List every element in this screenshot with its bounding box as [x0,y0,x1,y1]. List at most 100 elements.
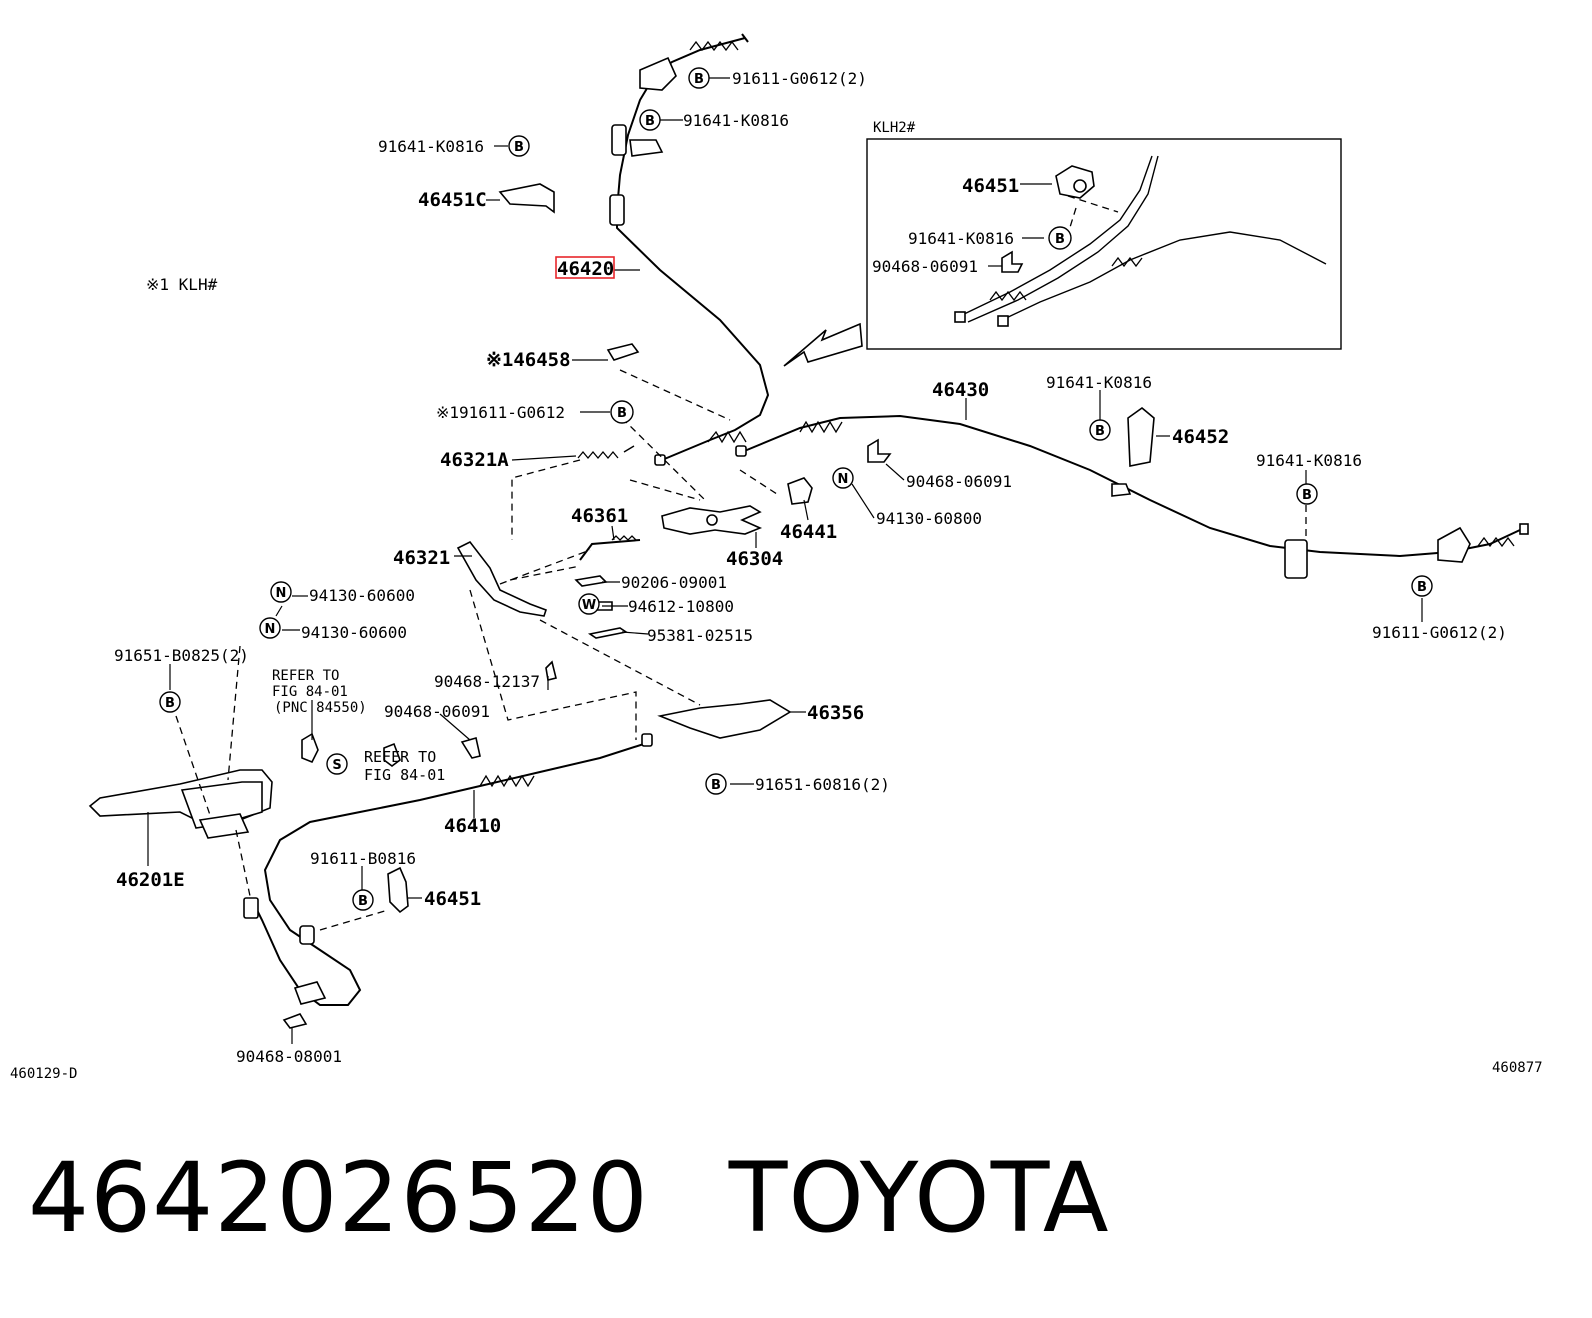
label-46410: 46410 [444,815,501,837]
bracket-46321 [456,540,548,617]
svg-text:B: B [514,140,524,155]
spring-46321a [577,445,635,460]
bolt-symbol: B [508,135,530,157]
label-90206-09001: 90206-09001 [621,573,727,592]
label-91611-g0612-mid: ※191611-G0612 [436,403,565,422]
label-94130-60600-a: 94130-60600 [309,586,415,605]
label-46201e: 46201E [116,869,185,891]
label-91641-k0816-far: 91641-K0816 [1256,451,1362,470]
label-klh2: KLH2# [873,120,916,136]
label-46420: 46420 [557,258,614,280]
refer-note-2-line2: FIG 84-01 [364,766,445,784]
label-90468-08001: 90468-08001 [236,1047,342,1066]
rear-cable-46430 [735,414,1529,579]
bolt-symbol: B [705,773,727,795]
label-inset-91641: 91641-K0816 [908,229,1014,248]
diagram-code-right: 460877 [1492,1060,1543,1076]
svg-text:B: B [645,114,655,129]
label-46356: 46356 [807,702,864,724]
label-inset-90468: 90468-06091 [872,257,978,276]
svg-text:B: B [694,72,704,87]
svg-text:B: B [358,894,368,909]
bolt-symbol: B [639,109,661,131]
label-91641-k0816-left: 91641-K0816 [378,137,484,156]
inset-klh2 [866,138,1342,350]
parking-brake-lever-46201e [88,769,273,839]
diagram-code-left: 460129-D [10,1066,77,1082]
highlight-box-46420 [555,256,615,279]
label-91651-60816-2: 91651-60816(2) [755,775,890,794]
parts-diagram: B B B B B B B B B B B N N N W S 91611-G0… [10,33,1543,1082]
bolt-symbol: B [1411,575,1433,597]
nut-symbol: N [270,581,292,603]
inset-arrow [783,322,863,367]
nut-symbol: N [832,467,854,489]
dashed-guides [175,195,1307,931]
label-91611-g0612-2-right: 91611-G0612(2) [1372,623,1507,642]
svg-text:B: B [1095,424,1105,439]
equalizer-46304 [661,505,763,535]
svg-text:B: B [711,778,721,793]
svg-text:N: N [265,622,276,637]
rear-cable-46420 [609,33,770,466]
bolt-symbol: B [610,400,634,424]
nut-symbol: N [259,617,281,639]
refer-note-2-line1: REFER TO [364,748,436,766]
label-94130-60600-b: 94130-60600 [301,623,407,642]
label-91611-b0816: 91611-B0816 [310,849,416,868]
rod-46361 [579,535,641,561]
label-46451c: 46451C [418,189,487,211]
leader-lines [147,77,1423,1044]
refer-note-1-line3: (PNC 84550) [274,700,367,716]
bolt-symbol: B [159,691,181,713]
label-inset-46451: 46451 [962,175,1019,197]
label-46441: 46441 [780,521,837,543]
label-46430: 46430 [932,379,989,401]
caption-part-number: 4642026520 [28,1142,649,1254]
label-90468-06091-mid: 90468-06091 [906,472,1012,491]
screw-symbol: S [326,753,348,775]
label-46451: 46451 [424,888,481,910]
svg-text:B: B [165,696,175,711]
svg-text:W: W [582,598,596,613]
label-91641-k0816-right: 91641-K0816 [1046,373,1152,392]
svg-text:S: S [332,758,341,773]
refer-note-1-line1: REFER TO [272,668,339,684]
svg-text:B: B [1417,580,1427,595]
label-46321a: 46321A [440,449,509,471]
label-91651-b0825-2: 91651-B0825(2) [114,646,249,665]
label-91641-k0816-top: 91641-K0816 [683,111,789,130]
bolt-symbol: B [688,67,710,89]
washer-symbol: W [578,593,600,615]
svg-text:B: B [1055,232,1065,247]
label-94612-10800: 94612-10800 [628,597,734,616]
svg-text:B: B [617,406,627,421]
label-90468-06091-low: 90468-06091 [384,702,490,721]
bolt-symbol: B [1048,226,1072,250]
svg-text:B: B [1302,488,1312,503]
label-46458: ※146458 [486,349,571,371]
bolt-symbol: B [352,889,374,911]
label-klh1: ※1 KLH# [146,275,218,294]
bolt-symbol: B [1089,419,1111,441]
bolt-symbols: B B B B B B B B B B B [159,67,1433,911]
nut-symbols: N N N [259,467,854,639]
label-94130-60800: 94130-60800 [876,509,982,528]
label-91611-g0612-2-top: 91611-G0612(2) [732,69,867,88]
part-labels: 91611-G0612(2) 91641-K0816 91641-K0816 4… [10,69,1543,1082]
bracket-46356 [657,699,792,739]
label-90468-12137: 90468-12137 [434,672,540,691]
bolt-symbol: B [1296,483,1318,505]
refer-note-1-line2: FIG 84-01 [272,684,348,700]
caption-brand: TOYOTA [728,1142,1110,1254]
front-cable-46410 [243,733,653,1006]
label-46452: 46452 [1172,426,1229,448]
label-95381-02515: 95381-02515 [647,626,753,645]
svg-text:N: N [276,586,287,601]
label-46361: 46361 [571,505,628,527]
label-46321: 46321 [393,547,450,569]
svg-text:N: N [838,472,849,487]
small-parts [282,183,1155,1029]
caption: 4642026520 TOYOTA [28,1128,1110,1268]
label-46304: 46304 [726,548,783,570]
